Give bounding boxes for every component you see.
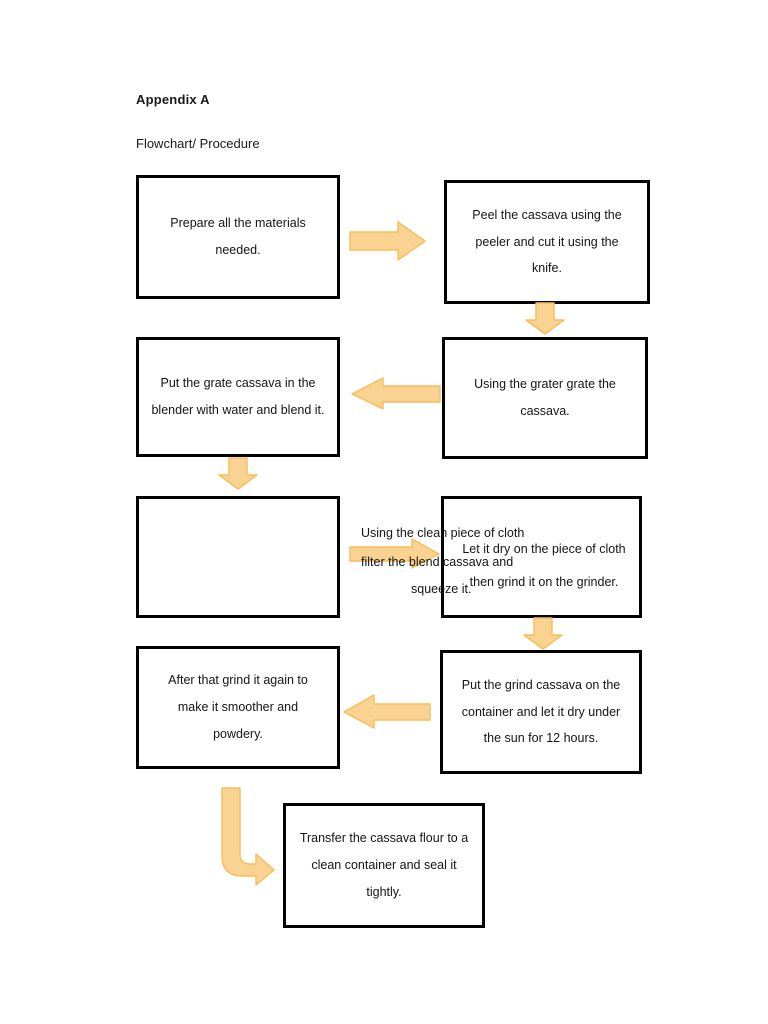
flow-box-step-7-line-2: container and let it dry under bbox=[461, 704, 621, 719]
flow-box-step-1-text: Prepare all the materials needed. bbox=[149, 210, 327, 264]
flow-box-step-7-line-3: the sun for 12 hours. bbox=[483, 731, 599, 746]
flow-box-step-6 bbox=[441, 496, 642, 618]
flow-box-step-4-line-1: Put the grate cassava in the bbox=[160, 376, 316, 391]
flow-box-step-3-line-1: Using the grater grate the bbox=[474, 377, 616, 392]
floating-caption-line-1: Using the clean piece of cloth bbox=[361, 526, 525, 540]
flow-box-step-9-line-2: clean container and seal it bbox=[311, 858, 457, 873]
flow-box-step-6-line-1: Let it dry on the piece of cloth bbox=[462, 542, 626, 556]
page-subtitle: Flowchart/ Procedure bbox=[136, 136, 260, 151]
flow-box-step-2-line-1: Peel the cassava using the bbox=[472, 207, 622, 222]
arrow-elbow-step8-to-step9 bbox=[206, 786, 278, 886]
flow-box-step-8-line-3: powdery. bbox=[213, 726, 263, 741]
flow-box-step-7: Put the grind cassava on the container a… bbox=[440, 650, 642, 774]
flow-box-step-1-line-1: Prepare all the materials bbox=[170, 216, 306, 231]
flow-box-step-4-text: Put the grate cassava in the blender wit… bbox=[149, 370, 327, 424]
floating-caption-line-2: filter the blend cassava and bbox=[361, 554, 514, 569]
flow-box-step-8-line-1: After that grind it again to bbox=[168, 673, 308, 688]
flow-box-step-3-line-2: cassava. bbox=[520, 404, 570, 418]
flow-box-step-2-line-2: peeler and cut it using the bbox=[475, 234, 619, 249]
arrow-down-step2-to-step3 bbox=[525, 302, 565, 335]
arrow-down-step4-to-step5 bbox=[218, 457, 258, 490]
arrow-down-step6-to-step7 bbox=[523, 617, 563, 650]
flow-box-step-8-line-2: make it smoother and bbox=[177, 700, 299, 715]
page-title: Appendix A bbox=[136, 92, 210, 107]
flow-box-step-9-line-1: Transfer the cassava flour to a bbox=[299, 831, 469, 846]
floating-caption-line-3: squeeze it. bbox=[411, 581, 472, 596]
floating-caption-filter-step: Using the clean piece of cloth filter th… bbox=[361, 520, 524, 603]
flow-box-step-6-line-2: then grind it on the grinder. bbox=[469, 574, 619, 589]
flow-box-step-8: After that grind it again to make it smo… bbox=[136, 646, 340, 769]
flow-box-step-2-line-3: knife. bbox=[532, 261, 562, 276]
flow-box-step-3: Using the grater grate the cassava. bbox=[442, 337, 648, 459]
flow-box-step-2: Peel the cassava using the peeler and cu… bbox=[444, 180, 650, 304]
flow-box-step-2-text: Peel the cassava using the peeler and cu… bbox=[457, 202, 637, 283]
flow-box-step-7-line-1: Put the grind cassava on the bbox=[461, 677, 621, 692]
flow-box-step-9-line-3: tightly. bbox=[366, 884, 402, 899]
arrow-left-step3-to-step4 bbox=[351, 377, 441, 410]
arrow-left-step7-to-step8 bbox=[343, 694, 431, 729]
flow-box-step-6-text: Let it dry on the piece of cloth then gr… bbox=[449, 536, 639, 596]
flow-box-step-9-text: Transfer the cassava flour to a clean co… bbox=[296, 825, 472, 906]
flow-box-step-5 bbox=[136, 496, 340, 618]
flow-box-step-7-text: Put the grind cassava on the container a… bbox=[453, 672, 629, 753]
flow-box-step-1-line-2: needed. bbox=[215, 243, 261, 257]
flow-box-step-4-line-2: blender with water and blend it. bbox=[151, 403, 325, 417]
arrow-right-step5-to-step6 bbox=[349, 538, 440, 569]
flow-box-step-8-text: After that grind it again to make it smo… bbox=[149, 667, 327, 748]
flow-box-step-1: Prepare all the materials needed. bbox=[136, 175, 340, 299]
flow-box-step-3-text: Using the grater grate the cassava. bbox=[455, 371, 635, 425]
flow-box-step-4: Put the grate cassava in the blender wit… bbox=[136, 337, 340, 457]
arrow-right-step1-to-step2 bbox=[349, 221, 426, 261]
flow-box-step-9: Transfer the cassava flour to a clean co… bbox=[283, 803, 485, 928]
